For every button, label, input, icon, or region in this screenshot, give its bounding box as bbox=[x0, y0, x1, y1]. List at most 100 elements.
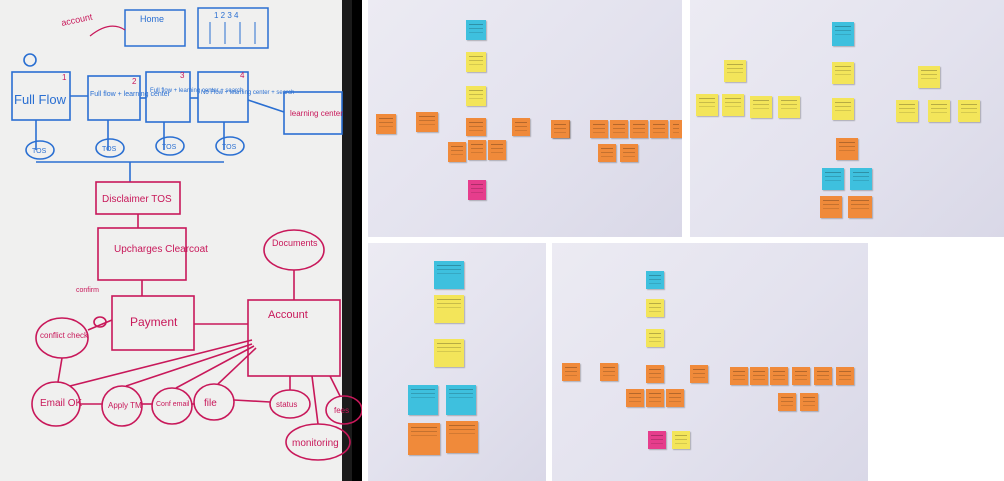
sticky-note bbox=[832, 98, 854, 120]
sticky-note bbox=[590, 120, 608, 138]
confirm-label: confirm bbox=[76, 287, 99, 294]
account-box-label: Account bbox=[268, 309, 308, 321]
sticky-note bbox=[848, 196, 872, 218]
upcharges-label: Upcharges Clearcoat bbox=[114, 244, 208, 255]
sticky-note bbox=[446, 421, 478, 453]
tos-label-4: TOS bbox=[222, 144, 237, 151]
status-label: status bbox=[276, 400, 297, 409]
conflict-check-label: conflict check bbox=[40, 331, 89, 340]
payment-label: Payment bbox=[130, 315, 178, 329]
email-ok-label: Email OK bbox=[40, 398, 83, 409]
flow-box-3-label: Full flow + learning center + search bbox=[150, 88, 243, 94]
sticky-note bbox=[434, 261, 464, 289]
sticky-note bbox=[466, 118, 486, 136]
fees-label: fees bbox=[334, 406, 349, 415]
sticky-note bbox=[466, 86, 486, 106]
sticky-note bbox=[730, 367, 748, 385]
whiteboard-photo: Home 1 2 3 4 account bbox=[0, 0, 362, 481]
file-label: file bbox=[204, 398, 217, 409]
sticky-note bbox=[466, 52, 486, 72]
sticky-note bbox=[646, 329, 664, 347]
sticky-note bbox=[646, 271, 664, 289]
documents-label: Documents bbox=[272, 238, 318, 248]
grid-label: 1 2 3 4 bbox=[214, 11, 239, 20]
sticky-note bbox=[408, 423, 440, 455]
flow-box-1-label: Full Flow bbox=[14, 92, 67, 107]
sticky-note bbox=[750, 367, 768, 385]
sticky-note bbox=[468, 180, 486, 200]
sticky-wall-4 bbox=[552, 243, 868, 481]
sticky-note bbox=[750, 96, 772, 118]
sticky-wall-3 bbox=[368, 243, 546, 481]
home-sketch-box bbox=[124, 9, 186, 47]
sticky-note bbox=[376, 114, 396, 134]
sticky-note bbox=[666, 389, 684, 407]
monitoring-label: monitoring bbox=[292, 438, 339, 449]
sticky-note bbox=[792, 367, 810, 385]
tos-label-3: TOS bbox=[162, 144, 177, 151]
sticky-note bbox=[610, 120, 628, 138]
sticky-note bbox=[778, 96, 800, 118]
sticky-note bbox=[646, 365, 664, 383]
tos-label-1: TOS bbox=[32, 148, 47, 155]
home-label: Home bbox=[140, 14, 164, 24]
sticky-note bbox=[814, 367, 832, 385]
flow-box-4-num: 4 bbox=[240, 71, 245, 80]
sticky-note bbox=[836, 138, 858, 160]
sticky-wall-1 bbox=[368, 0, 682, 237]
sticky-note bbox=[434, 295, 464, 323]
sticky-note bbox=[832, 22, 854, 46]
sticky-note bbox=[672, 431, 690, 449]
sticky-note bbox=[836, 367, 854, 385]
sticky-note bbox=[408, 385, 438, 415]
flow-box-1-num: 1 bbox=[62, 73, 67, 82]
sticky-note bbox=[630, 120, 648, 138]
sticky-note bbox=[600, 363, 618, 381]
sticky-note bbox=[551, 120, 569, 138]
sticky-note bbox=[722, 94, 744, 116]
sticky-note bbox=[448, 142, 466, 162]
sticky-note bbox=[648, 431, 666, 449]
sticky-note bbox=[778, 393, 796, 411]
sticky-note bbox=[434, 339, 464, 367]
sticky-note bbox=[562, 363, 580, 381]
sticky-note bbox=[620, 144, 638, 162]
sticky-note bbox=[650, 120, 668, 138]
sticky-note bbox=[696, 94, 718, 116]
tos-label-2: TOS bbox=[102, 146, 117, 153]
learning-center-label: learning center bbox=[290, 109, 343, 118]
sticky-note bbox=[416, 112, 438, 132]
sticky-note bbox=[896, 100, 918, 122]
sticky-note bbox=[820, 196, 842, 218]
sticky-note bbox=[488, 140, 506, 160]
sticky-note bbox=[928, 100, 950, 122]
flow-box-3-num: 3 bbox=[180, 71, 185, 80]
sticky-wall-2 bbox=[690, 0, 1004, 237]
sticky-note bbox=[646, 389, 664, 407]
sticky-note bbox=[626, 389, 644, 407]
sticky-note bbox=[800, 393, 818, 411]
sticky-note bbox=[832, 62, 854, 84]
sticky-note bbox=[850, 168, 872, 190]
sticky-note bbox=[918, 66, 940, 88]
sticky-note bbox=[770, 367, 788, 385]
flow-box-2-num: 2 bbox=[132, 77, 137, 86]
apply-tm-label: Apply TM bbox=[108, 401, 142, 410]
sticky-note bbox=[446, 385, 476, 415]
whiteboard-sketch: Home 1 2 3 4 account bbox=[11, 0, 362, 481]
sticky-note bbox=[724, 60, 746, 82]
grid-sketch-box bbox=[197, 7, 269, 49]
flow-box-2-label: Full flow + learning center bbox=[90, 91, 171, 98]
account-label: account bbox=[60, 12, 93, 28]
sticky-note bbox=[512, 118, 530, 136]
sticky-note bbox=[670, 120, 682, 138]
sticky-note bbox=[690, 365, 708, 383]
sticky-note bbox=[598, 144, 616, 162]
disclaimer-label: Disclaimer TOS bbox=[102, 194, 172, 205]
sticky-note bbox=[466, 20, 486, 40]
conf-email-label: Conf email bbox=[156, 401, 190, 408]
sticky-note bbox=[646, 299, 664, 317]
sticky-note bbox=[468, 140, 486, 160]
flow-box-4-label: No Flow + learning center + search bbox=[201, 90, 294, 96]
sticky-note bbox=[958, 100, 980, 122]
